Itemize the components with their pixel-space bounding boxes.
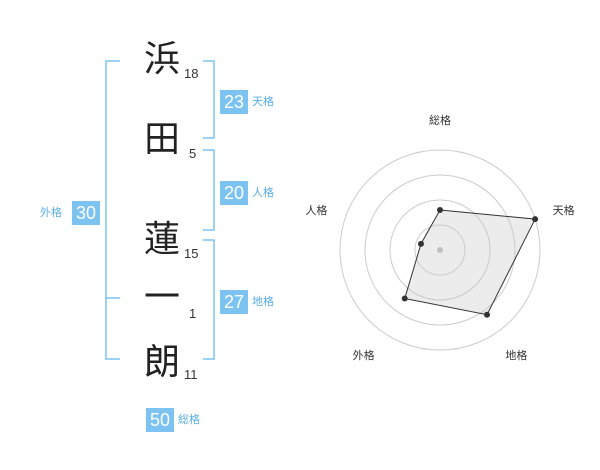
axis-label-5: 人格 xyxy=(305,203,327,217)
chikaku-label: 地格 xyxy=(252,295,274,308)
name-char-3: 蓮 xyxy=(143,219,180,260)
data-point-1 xyxy=(437,207,443,213)
stroke-count-4: 1 xyxy=(189,306,197,321)
chikaku-bracket xyxy=(203,239,215,360)
gaikaku-label: 外格 xyxy=(40,206,62,219)
stroke-count-5: 11 xyxy=(184,367,198,382)
axis-label-3: 地格 xyxy=(505,348,527,362)
series-polygon xyxy=(404,209,536,316)
grid-ring-4 xyxy=(339,149,541,351)
axis-label-4: 外格 xyxy=(353,348,375,362)
name-char-2: 田 xyxy=(143,119,180,160)
jinkaku-value-badge: 20 xyxy=(220,181,248,205)
name-char-5: 朗 xyxy=(143,342,180,383)
tenkaku-value-badge: 23 xyxy=(220,90,248,114)
gaikaku-value-badge: 30 xyxy=(72,201,100,225)
stroke-count-1: 18 xyxy=(184,66,199,81)
chikaku-value-badge: 27 xyxy=(220,290,248,314)
center-dot xyxy=(437,247,443,253)
jinkaku-label: 人格 xyxy=(252,186,274,199)
grid-ring-1 xyxy=(414,224,466,276)
outer-bracket xyxy=(105,60,120,360)
grid-ring-2 xyxy=(389,199,491,301)
data-point-3 xyxy=(484,311,491,318)
tenkaku-label: 天格 xyxy=(252,95,274,108)
stroke-count-3: 15 xyxy=(184,246,199,261)
data-point-2 xyxy=(532,216,539,223)
jinkaku-bracket xyxy=(203,149,215,231)
name-char-1: 浜 xyxy=(143,39,180,80)
data-point-5 xyxy=(417,240,424,247)
stroke-count-2: 5 xyxy=(189,146,197,161)
axis-label-2: 天格 xyxy=(553,203,575,217)
tenkaku-bracket xyxy=(203,60,215,139)
grid-ring-3 xyxy=(364,174,516,326)
data-point-4 xyxy=(401,295,408,302)
name-char-4: 一 xyxy=(143,277,180,318)
soukaku-label: 総格 xyxy=(178,413,200,426)
axis-label-1: 総格 xyxy=(429,113,451,127)
soukaku-value-badge: 50 xyxy=(146,408,174,432)
